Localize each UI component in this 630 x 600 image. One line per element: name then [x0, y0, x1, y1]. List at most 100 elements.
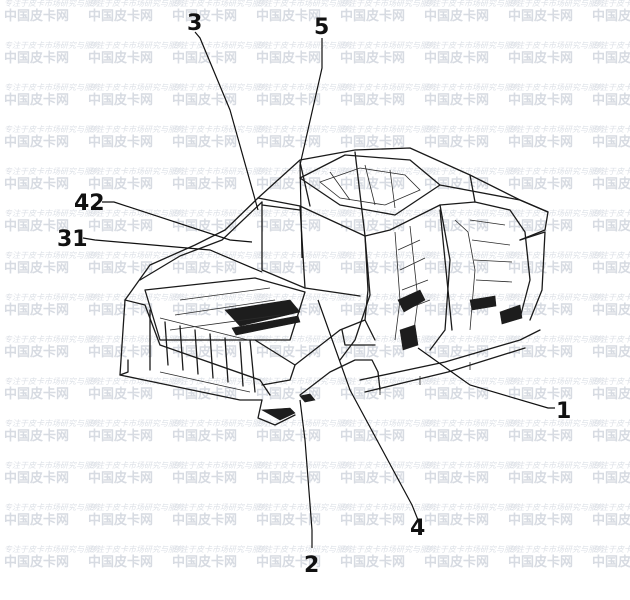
watermark-sub: 专注于皮卡市场研究与服务: [508, 503, 605, 512]
watermark-sub: 专注于皮卡市场研究与服务: [256, 125, 353, 134]
watermark-sub: 专注于皮卡市场研究与服务: [508, 377, 605, 386]
watermark-text: 中国皮卡网: [256, 470, 321, 486]
watermark-sub: 专注于皮卡市场研究与服务: [88, 545, 185, 554]
watermark-text: 中国皮卡网: [88, 554, 153, 570]
watermark-text: 中国皮卡网: [592, 50, 630, 66]
watermark-text: 中国皮卡网: [508, 554, 573, 570]
watermark-text: 中国皮卡网: [424, 8, 489, 24]
watermark-text: 中国皮卡网: [508, 176, 573, 192]
watermark-sub: 专注于皮卡市场研究与服务: [88, 209, 185, 218]
watermark-sub: 专注于皮卡市场研究与服务: [508, 545, 605, 554]
watermark-sub: 专注于皮卡市场研究与服务: [508, 251, 605, 260]
watermark-text: 中国皮卡网: [172, 428, 237, 444]
watermark-text: 中国皮卡网: [4, 512, 69, 528]
watermark-text: 中国皮卡网: [256, 176, 321, 192]
watermark-sub: 专注于皮卡市场研究与服务: [340, 251, 437, 260]
watermark-text: 中国皮卡网: [592, 470, 630, 486]
watermark-sub: 专注于皮卡市场研究与服务: [256, 41, 353, 50]
watermark-sub: 专注于皮卡市场研究与服务: [340, 293, 437, 302]
watermark-sub: 专注于皮卡市场研究与服务: [340, 419, 437, 428]
watermark-sub: 专注于皮卡市场研究与服务: [340, 545, 437, 554]
watermark-text: 中国皮卡网: [592, 512, 630, 528]
watermark-sub: 专注于皮卡市场研究与服务: [592, 251, 630, 260]
watermark-sub: 专注于皮卡市场研究与服务: [592, 293, 630, 302]
watermark-text: 中国皮卡网: [172, 134, 237, 150]
callout-42: 42: [74, 191, 105, 216]
watermark-text: 中国皮卡网: [256, 92, 321, 108]
watermark-text: 中国皮卡网: [340, 428, 405, 444]
watermark-text: 中国皮卡网: [4, 386, 69, 402]
watermark-text: 中国皮卡网: [88, 344, 153, 360]
watermark-sub: 专注于皮卡市场研究与服务: [172, 251, 269, 260]
watermark-text: 中国皮卡网: [256, 260, 321, 276]
watermark-sub: 专注于皮卡市场研究与服务: [592, 545, 630, 554]
watermark-text: 中国皮卡网: [508, 8, 573, 24]
watermark-text: 中国皮卡网: [340, 8, 405, 24]
watermark-text: 中国皮卡网: [88, 386, 153, 402]
watermark-text: 中国皮卡网: [256, 344, 321, 360]
watermark-text: 中国皮卡网: [172, 344, 237, 360]
watermark-text: 中国皮卡网: [4, 260, 69, 276]
watermark-sub: 专注于皮卡市场研究与服务: [340, 167, 437, 176]
watermark-sub: 专注于皮卡市场研究与服务: [508, 293, 605, 302]
watermark-text: 中国皮卡网: [88, 8, 153, 24]
watermark-text: 中国皮卡网: [172, 302, 237, 318]
watermark-sub: 专注于皮卡市场研究与服务: [424, 545, 521, 554]
watermark-sub: 专注于皮卡市场研究与服务: [172, 167, 269, 176]
watermark-text: 中国皮卡网: [592, 92, 630, 108]
watermark-sub: 专注于皮卡市场研究与服务: [592, 167, 630, 176]
watermark-text: 中国皮卡网: [508, 470, 573, 486]
watermark-sub: 专注于皮卡市场研究与服务: [256, 545, 353, 554]
watermark-sub: 专注于皮卡市场研究与服务: [256, 251, 353, 260]
watermark-text: 中国皮卡网: [88, 470, 153, 486]
watermark-sub: 专注于皮卡市场研究与服务: [340, 503, 437, 512]
watermark-text: 中国皮卡网: [256, 428, 321, 444]
watermark-text: 中国皮卡网: [340, 302, 405, 318]
watermark-sub: 专注于皮卡市场研究与服务: [424, 83, 521, 92]
callout-3: 3: [187, 11, 202, 36]
watermark-text: 中国皮卡网: [172, 386, 237, 402]
watermark-sub: 专注于皮卡市场研究与服务: [172, 293, 269, 302]
watermark-text: 中国皮卡网: [172, 176, 237, 192]
watermark-sub: 专注于皮卡市场研究与服务: [88, 377, 185, 386]
leader-42: [102, 201, 253, 243]
watermark-text: 中国皮卡网: [508, 134, 573, 150]
watermark-sub: 专注于皮卡市场研究与服务: [172, 503, 269, 512]
watermark-text: 中国皮卡网: [172, 512, 237, 528]
watermark-text: 中国皮卡网: [592, 386, 630, 402]
watermark-text: 中国皮卡网: [172, 218, 237, 234]
watermark-text: 中国皮卡网: [424, 512, 489, 528]
watermark-text: 中国皮卡网: [508, 92, 573, 108]
leader-2: [299, 399, 313, 548]
watermark-text: 中国皮卡网: [424, 92, 489, 108]
watermark-sub: 专注于皮卡市场研究与服务: [592, 335, 630, 344]
watermark-text: 中国皮卡网: [592, 302, 630, 318]
watermark-text: 中国皮卡网: [424, 218, 489, 234]
watermark-sub: 专注于皮卡市场研究与服务: [424, 335, 521, 344]
watermark-sub: 专注于皮卡市场研究与服务: [256, 335, 353, 344]
watermark-text: 中国皮卡网: [4, 470, 69, 486]
watermark-text: 中国皮卡网: [4, 92, 69, 108]
watermark-text: 中国皮卡网: [508, 386, 573, 402]
watermark-text: 中国皮卡网: [508, 512, 573, 528]
watermark-text: 中国皮卡网: [340, 554, 405, 570]
watermark-sub: 专注于皮卡市场研究与服务: [256, 293, 353, 302]
watermark-sub: 专注于皮卡市场研究与服务: [256, 461, 353, 470]
watermark-text: 中国皮卡网: [88, 428, 153, 444]
watermark-sub: 专注于皮卡市场研究与服务: [340, 461, 437, 470]
watermark-text: 中国皮卡网: [592, 428, 630, 444]
watermark-sub: 专注于皮卡市场研究与服务: [592, 461, 630, 470]
watermark-sub: 专注于皮卡市场研究与服务: [592, 503, 630, 512]
watermark-text: 中国皮卡网: [592, 8, 630, 24]
watermark-text: 中国皮卡网: [340, 92, 405, 108]
watermark-sub: 专注于皮卡市场研究与服务: [4, 545, 101, 554]
watermark-text: 中国皮卡网: [424, 260, 489, 276]
watermark-text: 中国皮卡网: [508, 428, 573, 444]
watermark-text: 中国皮卡网: [256, 50, 321, 66]
watermark-text: 中国皮卡网: [424, 386, 489, 402]
watermark-sub: 专注于皮卡市场研究与服务: [172, 209, 269, 218]
watermark-text: 中国皮卡网: [4, 134, 69, 150]
watermark-text: 中国皮卡网: [88, 176, 153, 192]
watermark-sub: 专注于皮卡市场研究与服务: [340, 335, 437, 344]
